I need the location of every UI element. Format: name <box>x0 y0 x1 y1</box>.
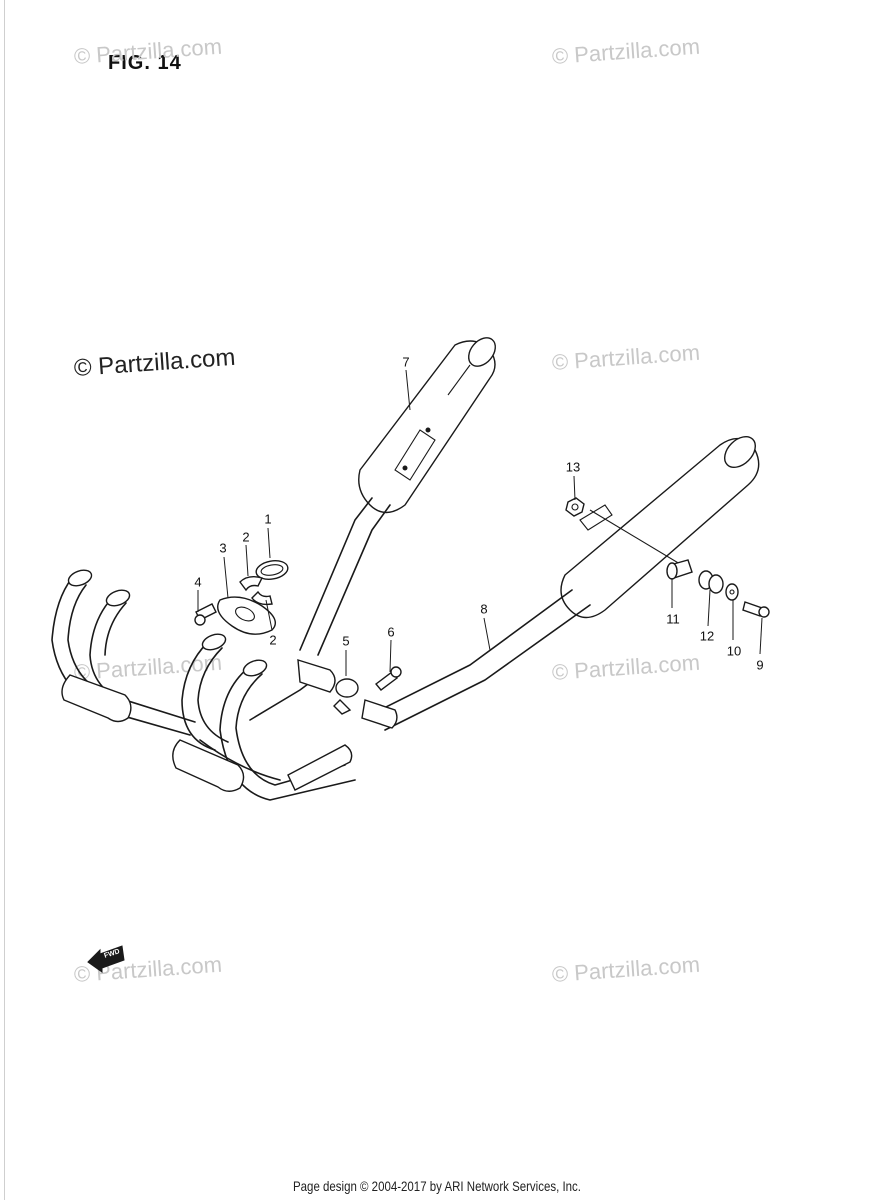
callout-7: 7 <box>402 354 410 370</box>
callout-1: 1 <box>264 511 272 527</box>
callout-5: 5 <box>342 633 350 649</box>
fwd-arrow-icon <box>87 945 125 973</box>
muffler-right <box>369 436 760 731</box>
small-parts <box>194 497 770 715</box>
callout-13: 13 <box>565 459 581 475</box>
exhaust-header-pipes <box>51 569 398 801</box>
callout-4: 4 <box>194 574 202 590</box>
callout-3: 3 <box>219 540 227 556</box>
scan-edge-line <box>4 0 5 1200</box>
callout-11: 11 <box>666 611 680 627</box>
callout-2: 2 <box>269 632 277 648</box>
callout-10: 10 <box>726 643 742 659</box>
callout-12: 12 <box>699 628 715 644</box>
page-footer: Page design © 2004-2017 by ARI Network S… <box>293 1178 581 1194</box>
callout-9: 9 <box>756 657 764 673</box>
leader-lines <box>197 369 763 676</box>
callout-6: 6 <box>387 624 395 640</box>
figure-title: FIG. 14 <box>108 52 182 74</box>
muffler-left <box>299 337 496 656</box>
callout-8: 8 <box>480 601 488 617</box>
callout-2: 2 <box>242 529 250 545</box>
